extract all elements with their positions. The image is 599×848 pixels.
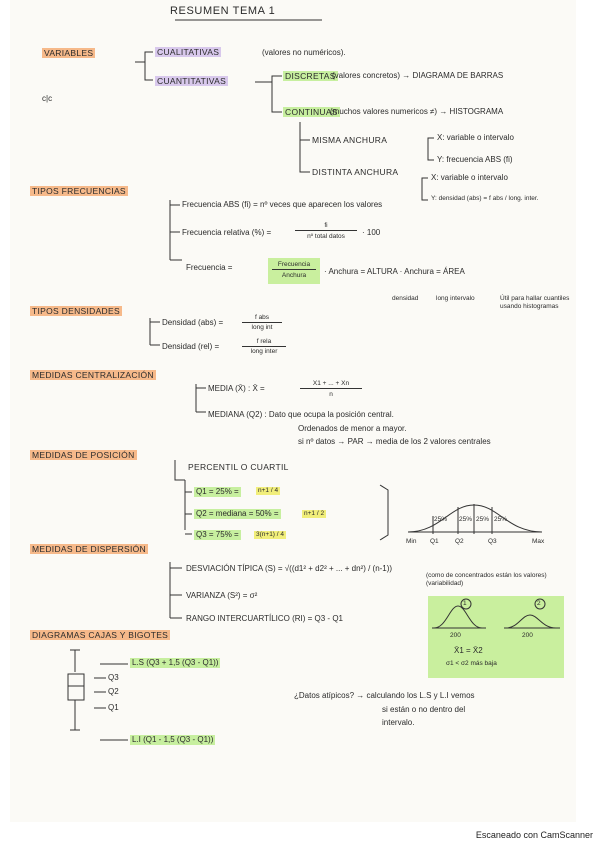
discretas-label: DISCRETAS xyxy=(283,71,338,81)
graph-1-axis: 200 xyxy=(450,632,461,639)
tick-q3: Q3 xyxy=(488,538,497,545)
varianza: VARIANZA (S²) = σ² xyxy=(186,591,258,600)
posicion-heading: MEDIDAS DE POSICIÓN xyxy=(30,450,137,460)
util-note: Útil para hallar cuantiles usando histog… xyxy=(500,295,570,310)
mediana-line-3: si nº datos → PAR → media de los 2 valor… xyxy=(298,437,491,446)
tick-q1: Q1 xyxy=(430,538,439,545)
cajas-heading-text: DIAGRAMAS CAJAS Y BIGOTES xyxy=(30,630,171,640)
freq-label: Frecuencia = xyxy=(186,263,233,272)
scanner-watermark: Escaneado con CamScanner xyxy=(475,830,593,840)
side-note: c|c xyxy=(42,94,53,103)
misma-anchura: MISMA ANCHURA xyxy=(312,135,388,145)
densidad-note: densidad xyxy=(392,295,419,302)
long-note: long intervalo xyxy=(436,295,475,302)
tick-min: Min xyxy=(406,538,417,545)
freq-rel-num: fi xyxy=(295,222,357,231)
q1-formula: Q1 = 25% = xyxy=(194,487,241,497)
cualitativas-label: CUALITATIVAS xyxy=(155,47,222,57)
curve-pct-1: 25% xyxy=(434,516,448,523)
frecuencias-heading-text: TIPOS FRECUENCIAS xyxy=(30,186,128,196)
variables-heading: VARIABLES xyxy=(42,48,96,58)
dens-rel: Densidad (rel) = xyxy=(162,342,220,351)
dispersion-graphs xyxy=(432,598,560,629)
freq-rel-tail: · 100 xyxy=(362,228,381,237)
dens-abs: Densidad (abs) = xyxy=(162,318,224,327)
graph-2-axis: 200 xyxy=(522,632,533,639)
distinta-x: X: variable o intervalo xyxy=(431,173,508,182)
dens-abs-den: long int xyxy=(251,324,273,331)
q1-fraction: n+1 / 4 xyxy=(256,487,281,495)
graph-eq-2: σ1 < σ2 más baja xyxy=(446,660,497,667)
freq-tail: · Anchura = ALTURA · Anchura = ÁREA xyxy=(324,267,465,276)
dens-rel-den: long inter xyxy=(250,348,278,355)
distinta-anchura: DISTINTA ANCHURA xyxy=(312,167,399,177)
curve-pct-3: 25% xyxy=(476,516,490,523)
freq-rel: Frecuencia relativa (%) = xyxy=(182,228,272,237)
freq-num: Frecuencia xyxy=(272,261,316,270)
freq-den: Anchura xyxy=(281,272,307,279)
graph-eq-1: X̄1 = X̄2 xyxy=(454,646,483,655)
frecuencias-heading: TIPOS FRECUENCIAS xyxy=(30,186,128,196)
tick-q2: Q2 xyxy=(455,538,464,545)
rango: RANGO INTERCUARTÍLICO (RI) = Q3 - Q1 xyxy=(186,614,343,623)
continuas-desc: (muchos valores numericos ≠) → HISTOGRAM… xyxy=(330,107,504,116)
box-q1: Q1 xyxy=(108,703,119,712)
media-den: n xyxy=(329,391,333,398)
continuas-label: CONTINUAS xyxy=(283,107,340,117)
graph-2-number: 2 xyxy=(537,600,541,607)
q2-formula: Q2 = mediana = 50% = xyxy=(194,509,281,519)
desviacion-note: (como de concentrados están los valores)… xyxy=(426,572,547,587)
tick-max: Max xyxy=(532,538,545,545)
cualitativas-desc: (valores no numéricos). xyxy=(262,48,346,57)
dens-rel-num: f rela xyxy=(242,338,286,347)
box-q2: Q2 xyxy=(108,687,119,696)
misma-y: Y: frecuencia ABS (fi) xyxy=(437,155,513,164)
media-num: X1 + ... + Xn xyxy=(300,380,362,389)
dens-abs-num: f abs xyxy=(242,314,282,323)
freq-rel-den: nº total datos xyxy=(307,233,345,240)
densidades-heading-text: TIPOS DENSIDADES xyxy=(30,306,122,316)
distinta-y: Y: densidad (abs) = f abs / long. inter. xyxy=(431,195,539,202)
q3-fraction: 3(n+1) / 4 xyxy=(254,531,287,539)
graph-1-number: 1 xyxy=(463,600,467,607)
centralizacion-heading: MEDIDAS CENTRALIZACIÓN xyxy=(30,370,156,380)
q2-fraction: n+1 / 2 xyxy=(302,510,327,518)
curve-pct-4: 25% xyxy=(494,516,508,523)
percentil-label: PERCENTIL o CUARTIL xyxy=(188,462,289,472)
atipicos-line-1: ¿Datos atípicos? → calculando los L.S y … xyxy=(294,691,475,700)
densidades-heading: TIPOS DENSIDADES xyxy=(30,306,122,316)
mediana-label: MEDIANA (Q2) : Dato que ocupa la posició… xyxy=(208,410,394,419)
cajas-heading: DIAGRAMAS CAJAS Y BIGOTES xyxy=(30,630,171,640)
media-label: MEDIA (X̄) : X̄ = xyxy=(208,384,265,393)
cuantitativas-label: CUANTITATIVAS xyxy=(155,76,229,86)
page-title: RESUMEN TEMA 1 xyxy=(170,5,276,17)
notes-sheet: RESUMEN TEMA 1 c|c VARIABLES CUALITATIVA… xyxy=(10,0,576,822)
dispersion-graph-box xyxy=(428,596,564,678)
box-q3: Q3 xyxy=(108,673,119,682)
dispersion-heading: MEDIDAS DE DISPERSIÓN xyxy=(30,544,148,554)
atipicos-line-2: si están o no dentro del xyxy=(382,705,466,714)
mediana-line-2: Ordenados de menor a mayor. xyxy=(298,424,407,433)
desviacion: DESVIACIÓN TÍPICA (S) = √((d1² + d2² + .… xyxy=(186,564,393,573)
curve-pct-2: 25% xyxy=(459,516,473,523)
limite-inferior: L.I (Q1 - 1,5 (Q3 - Q1)) xyxy=(130,735,216,745)
freq-abs: Frecuencia ABS (fi) = nº veces que apare… xyxy=(182,200,383,209)
limite-superior: L.S (Q3 + 1,5 (Q3 - Q1)) xyxy=(130,658,221,668)
q3-formula: Q3 = 75% = xyxy=(194,530,241,540)
misma-x: X: variable o intervalo xyxy=(437,133,514,142)
discretas-desc: (valores concretos) → DIAGRAMA DE BARRAS xyxy=(332,71,504,80)
freq-green-box xyxy=(268,258,320,284)
atipicos-line-3: intervalo. xyxy=(382,718,415,727)
